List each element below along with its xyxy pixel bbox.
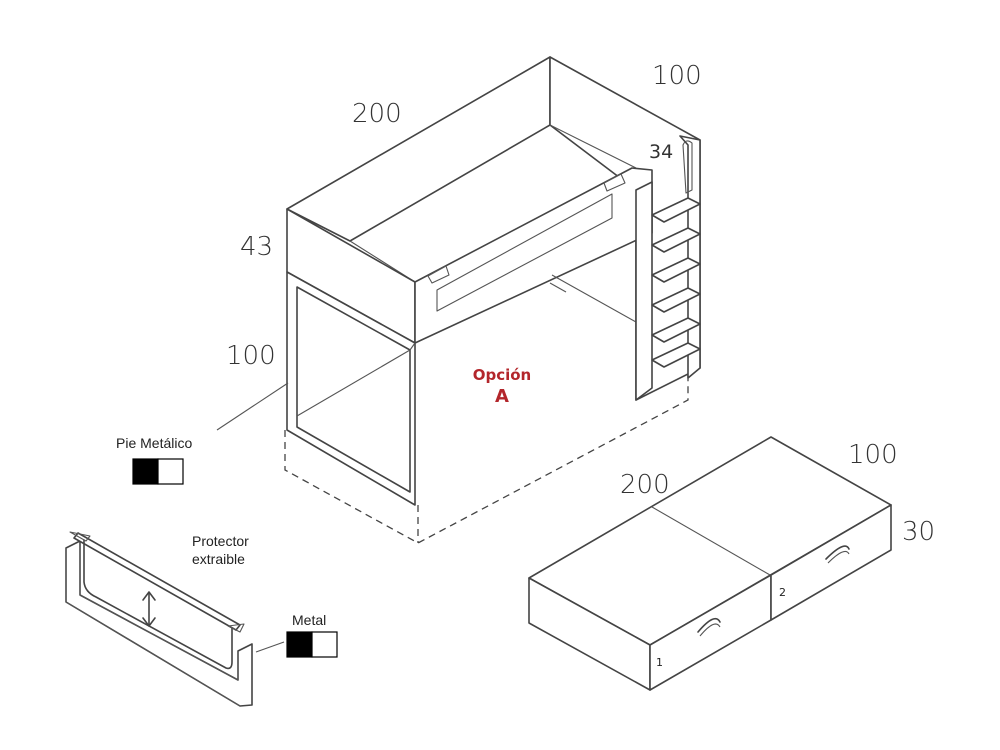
option-letter: A [495,386,509,407]
metal-swatch-light [311,631,338,658]
protector-label-line1: Protector [192,533,249,549]
metal-label: Metal [292,612,326,628]
drawer-two-number: 2 [779,586,786,599]
drawer-two-handle-icon [825,545,850,560]
leg-height-label: 100 [226,341,276,371]
leg-callout-line [216,382,289,431]
removable-protector: Protector extraible Metal [65,531,338,707]
metal-leg-frame [286,271,416,506]
under-bed-drawers: 1 2 200 100 30 [528,436,935,691]
rail-height-label: 34 [649,141,673,163]
drawer-length-label: 200 [620,470,670,500]
bed-length-label: 200 [352,99,402,129]
loft-bed: 200 100 34 43 100 Opción A [216,56,702,544]
leg-finish-legend: Pie Metálico [116,435,192,485]
protector-label-line2: extraible [192,551,245,567]
bed-back-panel [286,56,551,242]
bed-front-long-panel [414,167,653,344]
bed-width-label: 100 [652,61,702,91]
bed-height-label: 43 [240,232,273,262]
leg-swatch-dark [132,458,159,485]
drawer-one-number: 1 [656,656,663,669]
drawer-height-label: 30 [902,517,935,547]
option-title: Opción [473,366,532,384]
drawer-width-label: 100 [848,440,898,470]
height-adjust-arrow-icon [142,591,156,627]
drawer-two-front [770,504,892,621]
drawer-one-handle-icon [697,617,721,633]
ladder [635,135,701,401]
front-safety-rail [436,193,613,312]
leg-finish-label: Pie Metálico [116,435,192,451]
metal-swatch-dark [286,631,313,658]
floor-footprint [284,370,689,544]
leg-swatch-light [157,458,184,485]
